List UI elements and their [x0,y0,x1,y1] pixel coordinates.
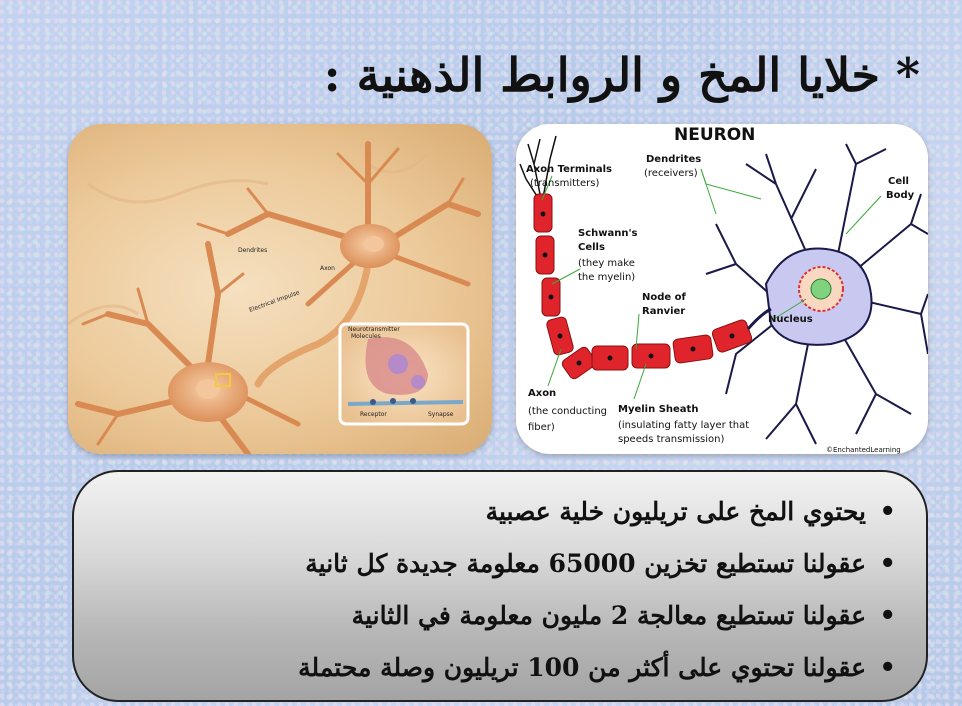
label-body: Body [886,190,915,201]
diagram-title: NEURON [674,125,755,145]
label-myelin-sub1: (insulating fatty layer that [618,420,749,431]
label-nucleus: Nucleus [768,314,813,325]
neuron-illustration-svg: Dendrites Axon Electrical Impulse Neurot… [68,124,492,454]
fact-text: عقولنا تستطيع تخزين 65000 معلومة جديدة ك… [305,549,866,578]
label-dendrites: Dendrites [238,247,267,254]
bullet-icon: • [879,590,896,642]
label-neurotransmitter: Neurotransmitter [348,326,400,333]
label-dendrites-sub: (receivers) [644,168,698,179]
label-axon-terminals-sub: (transmitters) [530,178,599,189]
label-molecules: Molecules [351,333,381,340]
label-myelin-sheath: Myelin Sheath [618,404,698,415]
label-electrical-impulse: Electrical Impulse [248,289,301,314]
fact-item: • عقولنا تحتوي على أكثر من 100 تريليون وص… [74,642,896,694]
slide-title: * خلايا المخ و الروابط الذهنية : [40,48,920,103]
fact-item: • عقولنا تستطيع تخزين 65000 معلومة جديدة … [74,538,896,590]
label-node-of: Node of [642,292,687,303]
label-they-make: (they make [578,258,635,269]
bullet-icon: • [879,486,896,538]
label-axon-sub2: fiber) [528,422,555,433]
neuron-illustration: Dendrites Axon Electrical Impulse Neurot… [68,124,492,454]
facts-list: • يحتوي المخ على تريليون خلية عصبية • عقول… [74,472,926,694]
label-the-myelin: the myelin) [578,272,635,283]
label-axon: Axon [528,388,556,399]
label-cells: Cells [578,242,605,253]
fact-item: • عقولنا تستطيع معالجة 2 مليون معلومة في … [74,590,896,642]
neuron-diagram: NEURON [516,124,928,454]
label-ranvier: Ranvier [642,306,685,317]
bullet-icon: • [879,642,896,694]
label-credit: ©EnchantedLearning [826,446,901,454]
label-synapse: Synapse [428,411,454,418]
fact-text: يحتوي المخ على تريليون خلية عصبية [486,497,866,526]
label-axon-sub1: (the conducting [528,406,607,417]
label-schwanns: Schwann's [578,228,638,239]
label-axon: Axon [320,265,335,272]
label-receptor: Receptor [360,411,387,418]
fact-text: عقولنا تحتوي على أكثر من 100 تريليون وصل… [298,653,866,682]
neuron-diagram-svg: NEURON [516,124,928,454]
facts-box: • يحتوي المخ على تريليون خلية عصبية • عقول… [72,470,928,702]
fact-item: • يحتوي المخ على تريليون خلية عصبية [74,486,896,538]
label-cell: Cell [888,176,909,187]
bullet-icon: • [879,538,896,590]
fact-text: عقولنا تستطيع معالجة 2 مليون معلومة في ا… [352,601,866,630]
label-axon-terminals: Axon Terminals [526,164,612,175]
label-dendrites: Dendrites [646,154,701,165]
label-myelin-sub2: speeds transmission) [618,434,724,445]
